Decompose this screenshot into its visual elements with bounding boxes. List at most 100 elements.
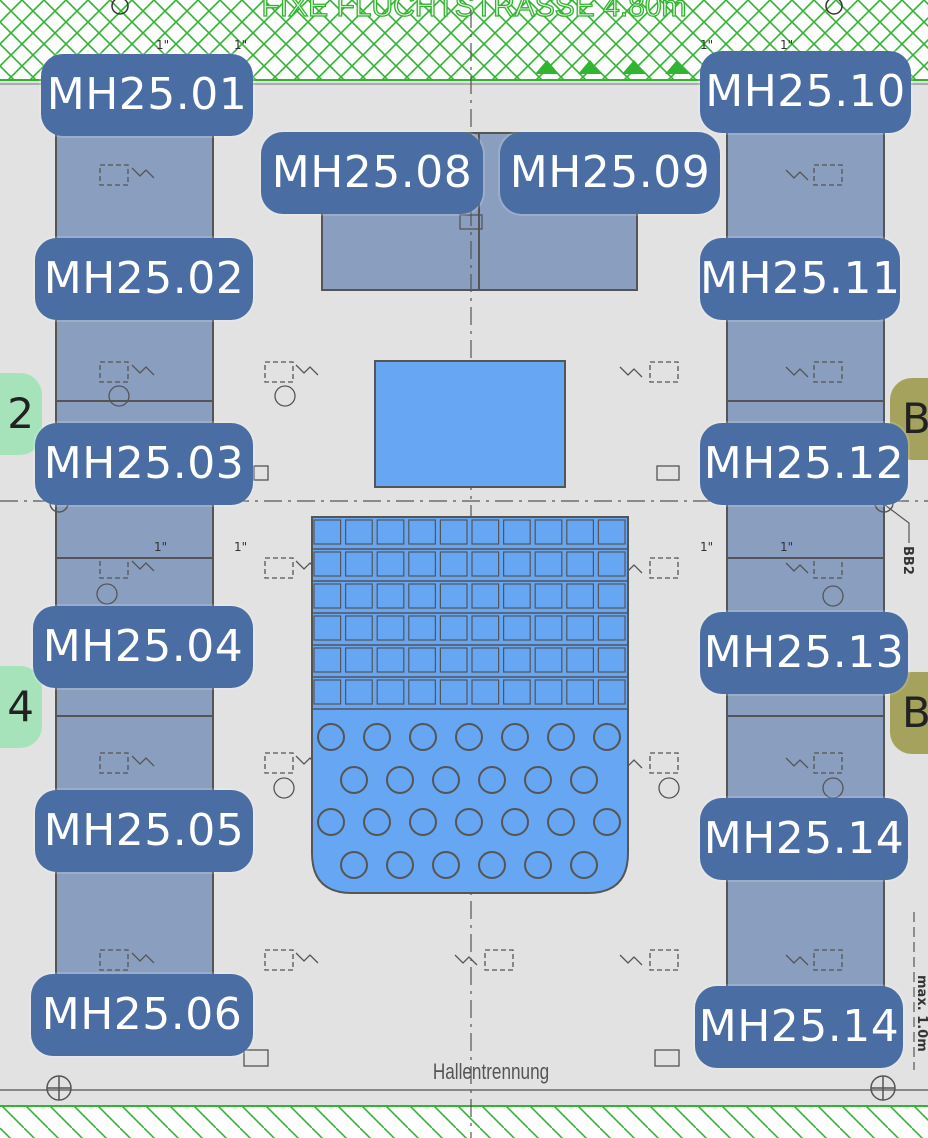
stall-label-mh25-01[interactable]: MH25.01 bbox=[41, 54, 253, 136]
seat-square bbox=[471, 551, 500, 577]
seat-circle bbox=[478, 766, 506, 794]
seat-square bbox=[439, 679, 468, 705]
seat-square bbox=[566, 679, 594, 705]
seat-square bbox=[471, 615, 500, 641]
right-tab-label: B bbox=[902, 394, 928, 443]
seat-circle bbox=[524, 766, 552, 794]
seat-circle bbox=[363, 808, 391, 836]
seat-square bbox=[597, 647, 626, 673]
seat-circle bbox=[547, 723, 575, 751]
seat-square bbox=[471, 583, 500, 609]
bottom-escape-hatch bbox=[0, 1106, 928, 1138]
stall-label-mh25-03[interactable]: MH25.03 bbox=[35, 423, 253, 505]
seat-circle bbox=[363, 723, 391, 751]
seat-circle bbox=[386, 851, 414, 879]
seat-square bbox=[566, 551, 594, 577]
valve-label: 1" bbox=[700, 38, 713, 52]
seat-square bbox=[471, 519, 500, 545]
stall-label-mh25-10[interactable]: MH25.10 bbox=[700, 51, 911, 133]
seat-circle bbox=[501, 808, 529, 836]
seat-square bbox=[345, 551, 373, 577]
stall-label-mh25-08[interactable]: MH25.08 bbox=[261, 132, 483, 214]
left-tab-label: 2 bbox=[7, 389, 34, 438]
seat-square bbox=[503, 551, 531, 577]
seat-square bbox=[597, 679, 626, 705]
seat-square bbox=[345, 679, 373, 705]
seat-square bbox=[534, 647, 563, 673]
stall-label-mh25-04[interactable]: MH25.04 bbox=[33, 606, 253, 688]
valve-label: 1" bbox=[154, 540, 167, 554]
seat-square bbox=[408, 679, 436, 705]
seat-circle bbox=[524, 851, 552, 879]
seat-circle bbox=[570, 766, 598, 794]
seat-square bbox=[313, 679, 342, 705]
center-seating-block bbox=[311, 516, 629, 894]
seat-square bbox=[376, 519, 405, 545]
seat-square bbox=[408, 647, 436, 673]
right-edge-label: max. 1.0m bbox=[914, 975, 928, 1052]
seat-square bbox=[439, 583, 468, 609]
seat-square bbox=[313, 551, 342, 577]
stall-label-mh25-06[interactable]: MH25.06 bbox=[31, 974, 253, 1056]
stall-label-mh25-09[interactable]: MH25.09 bbox=[500, 132, 720, 214]
seat-circle bbox=[409, 723, 437, 751]
escape-route-title: FIXE FLUCHTSTRASSE 4.80m bbox=[261, 0, 686, 23]
seat-square bbox=[597, 519, 626, 545]
seat-square bbox=[313, 615, 342, 641]
seat-square bbox=[439, 647, 468, 673]
seat-square bbox=[534, 583, 563, 609]
seat-square bbox=[566, 647, 594, 673]
left-tab-4[interactable]: 4 bbox=[0, 666, 42, 748]
seat-square bbox=[503, 519, 531, 545]
seat-square bbox=[534, 551, 563, 577]
seat-circle bbox=[455, 808, 483, 836]
seat-square bbox=[503, 647, 531, 673]
hall-divider-label: Hallentrennung bbox=[433, 1060, 549, 1085]
escape-route-arrows bbox=[535, 60, 689, 74]
seat-square bbox=[471, 679, 500, 705]
seat-square bbox=[408, 583, 436, 609]
seat-square bbox=[376, 583, 405, 609]
seat-circle bbox=[478, 851, 506, 879]
seat-square bbox=[408, 551, 436, 577]
left-tab-2[interactable]: 2 bbox=[0, 373, 42, 455]
stall-label-mh25-13[interactable]: MH25.13 bbox=[700, 612, 908, 694]
seat-circle bbox=[340, 766, 368, 794]
right-tab-label: B bbox=[902, 688, 928, 737]
valve-label: 1" bbox=[156, 38, 169, 52]
seat-square bbox=[376, 647, 405, 673]
seat-square bbox=[534, 615, 563, 641]
seat-square bbox=[376, 615, 405, 641]
seat-square bbox=[503, 615, 531, 641]
stall-label-mh25-12[interactable]: MH25.12 bbox=[700, 423, 908, 505]
seat-square bbox=[439, 519, 468, 545]
stall-label-mh25-14[interactable]: MH25.14 bbox=[700, 798, 908, 880]
seat-square bbox=[566, 583, 594, 609]
seat-square bbox=[376, 679, 405, 705]
seat-circle bbox=[317, 723, 345, 751]
seat-square bbox=[534, 679, 563, 705]
seat-square bbox=[345, 583, 373, 609]
seat-circle bbox=[570, 851, 598, 879]
valve-label: 1" bbox=[700, 540, 713, 554]
seat-circle bbox=[340, 851, 368, 879]
seat-square bbox=[408, 519, 436, 545]
seat-square bbox=[503, 679, 531, 705]
seat-square bbox=[345, 615, 373, 641]
stall-label-mh25-11[interactable]: MH25.11 bbox=[700, 238, 900, 320]
seat-circle bbox=[409, 808, 437, 836]
column-markers bbox=[46, 1075, 896, 1101]
electrical-symbols bbox=[96, 164, 844, 1067]
stall-label-mh25-14-lower[interactable]: MH25.14 bbox=[695, 986, 903, 1068]
seat-circle bbox=[455, 723, 483, 751]
right-tab-b-lower[interactable]: B bbox=[890, 672, 928, 754]
valve-label: 1" bbox=[234, 38, 247, 52]
seat-circle bbox=[593, 808, 621, 836]
seat-square bbox=[439, 615, 468, 641]
stall-label-mh25-05[interactable]: MH25.05 bbox=[35, 790, 253, 872]
seat-square bbox=[313, 583, 342, 609]
stall-label-mh25-02[interactable]: MH25.02 bbox=[35, 238, 253, 320]
valve-label: 1" bbox=[780, 38, 793, 52]
seat-square bbox=[503, 583, 531, 609]
seat-square bbox=[376, 551, 405, 577]
